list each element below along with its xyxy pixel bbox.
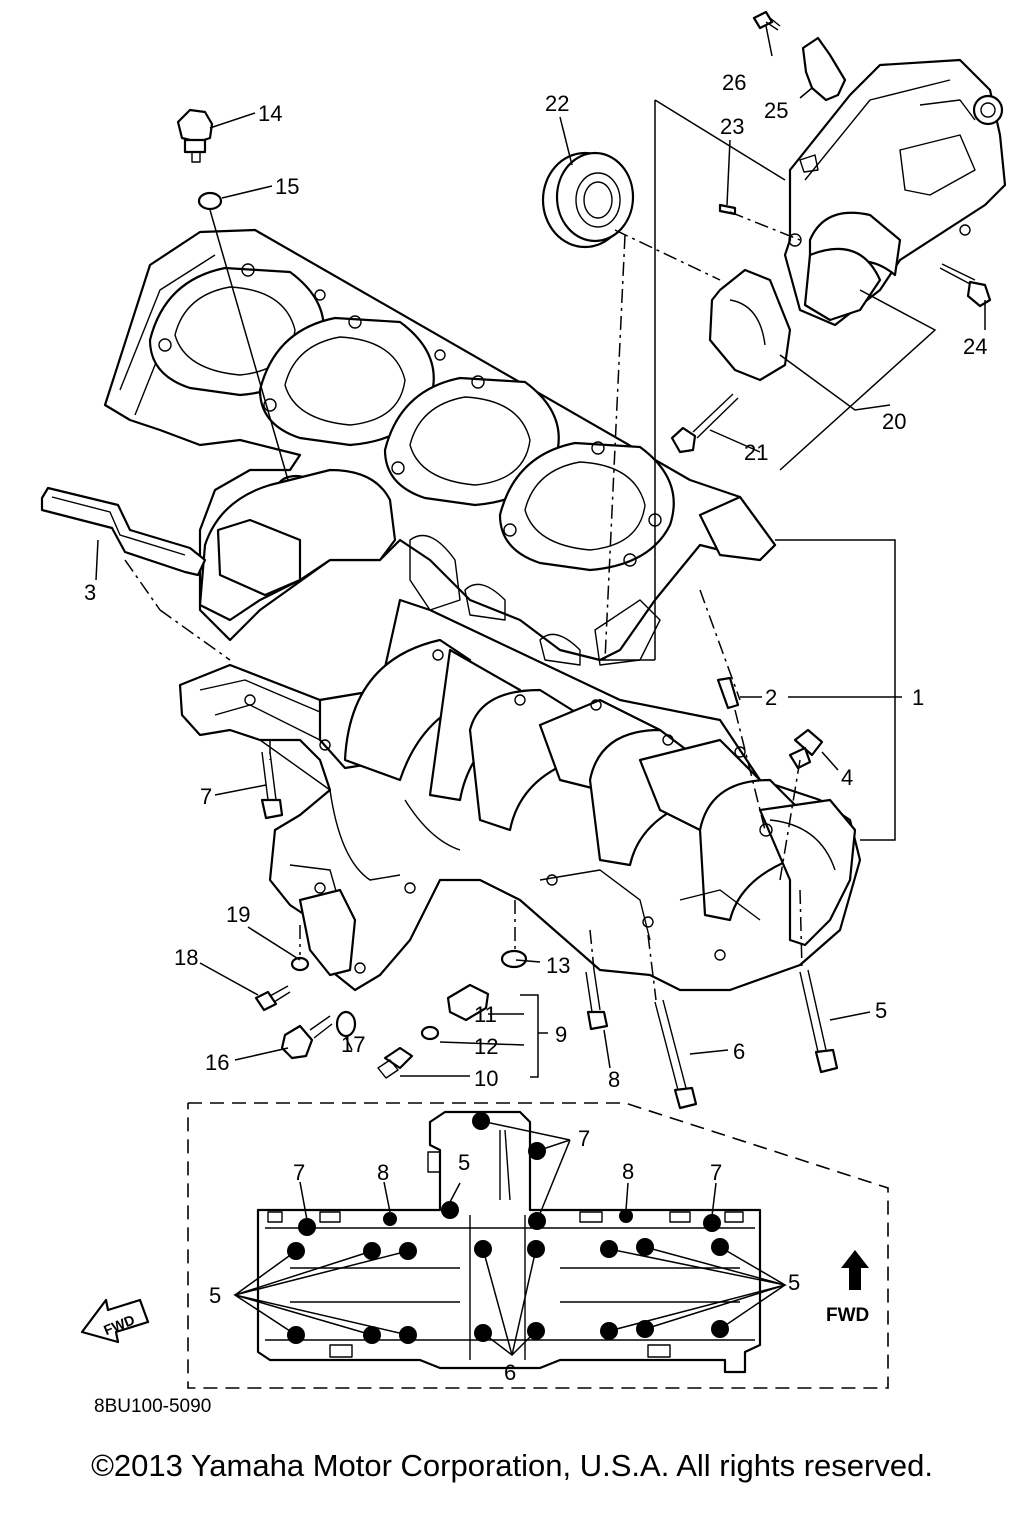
callout-22: 22 [545, 91, 569, 116]
callout-10: 10 [474, 1066, 498, 1091]
sealant-strip [40, 486, 207, 577]
callout-18: 18 [174, 945, 198, 970]
sleeve-11 [446, 983, 490, 1022]
callout-labels: 1 2 3 4 5 6 7 8 9 10 11 12 13 14 15 16 1… [84, 70, 987, 1092]
fwd-arrow-label: FWD [826, 1305, 869, 1326]
washer-17 [335, 1010, 357, 1038]
callout-17: 17 [341, 1032, 365, 1057]
callout-14: 14 [258, 101, 282, 126]
mating-bolt-holes [244, 649, 773, 974]
fitting-10 [377, 1046, 414, 1079]
washer-15 [197, 191, 223, 211]
inset-label-7-top: 7 [578, 1126, 590, 1151]
bracket-25 [801, 36, 847, 102]
callout-9: 9 [555, 1022, 567, 1047]
callout-13: 13 [546, 953, 570, 978]
callout-19: 19 [226, 902, 250, 927]
callout-15: 15 [275, 174, 299, 199]
bolt-21 [670, 393, 739, 454]
callout-20: 20 [882, 409, 906, 434]
washer-13 [500, 949, 528, 969]
bolt-16 [280, 1015, 333, 1060]
bolt-5 [799, 969, 839, 1074]
callout-5: 5 [875, 998, 887, 1023]
inset-frame [187, 1102, 889, 1389]
callout-23: 23 [720, 114, 744, 139]
bolt-position-dots [287, 1112, 729, 1344]
inset-leaders [233, 1120, 787, 1356]
callout-8: 8 [608, 1067, 620, 1092]
crank-journals [318, 638, 802, 922]
fwd-tag-arrow-icon: FWD [80, 1298, 150, 1344]
callout-24: 24 [963, 334, 987, 359]
inset-label-7-left: 7 [293, 1160, 305, 1185]
inset-crankcase-bottom [256, 1110, 762, 1374]
inset-label-7-right: 7 [710, 1160, 722, 1185]
callout-16: 16 [205, 1050, 229, 1075]
bolt-7 [260, 751, 284, 820]
fwd-tag-label: FWD [101, 1311, 137, 1338]
leader-lines [95, 25, 986, 1078]
fwd-arrow-icon: FWD [826, 1250, 869, 1326]
oring-12 [420, 1025, 440, 1041]
inset-label-8-right: 8 [622, 1159, 634, 1184]
bolt-6 [654, 999, 698, 1110]
plug-4 [788, 728, 824, 770]
callout-25: 25 [764, 98, 788, 123]
drain-bolt-14 [176, 108, 214, 163]
inset-label-8-left: 8 [377, 1160, 389, 1185]
inset-label-5-top: 5 [458, 1150, 470, 1175]
lower-crankcase [178, 598, 862, 992]
upper-crankcase [103, 228, 777, 666]
callout-6: 6 [733, 1039, 745, 1064]
callout-26: 26 [722, 70, 746, 95]
inset-label-6: 6 [504, 1360, 516, 1385]
dowel-2 [716, 676, 740, 710]
callout-11: 11 [474, 1002, 497, 1027]
ball-bearing-22 [541, 151, 635, 249]
inset-label-5-right: 5 [788, 1270, 800, 1295]
bolt-18 [254, 985, 291, 1012]
callout-2: 2 [765, 685, 777, 710]
bolt-24 [939, 263, 992, 308]
cylinder-bores [148, 266, 675, 572]
inset-label-5-left: 5 [209, 1283, 221, 1308]
callout-21: 21 [744, 440, 768, 465]
callout-7: 7 [200, 784, 212, 809]
callout-1: 1 [912, 685, 924, 710]
bolt-8 [585, 969, 609, 1031]
callout-3: 3 [84, 580, 96, 605]
copyright-notice: ©2013 Yamaha Motor Corporation, U.S.A. A… [91, 1448, 933, 1483]
diagram-code: 8BU100-5090 [94, 1396, 211, 1417]
bolt-26 [752, 10, 781, 31]
bolt-pattern-inset: 7 8 5 7 8 7 5 5 6 FWD [187, 1102, 889, 1389]
bearing-housing-assembly [783, 58, 1007, 327]
callout-4: 4 [841, 765, 853, 790]
bearing-cap-20 [708, 268, 792, 382]
washer-19 [290, 956, 310, 972]
callout-12: 12 [474, 1034, 498, 1059]
